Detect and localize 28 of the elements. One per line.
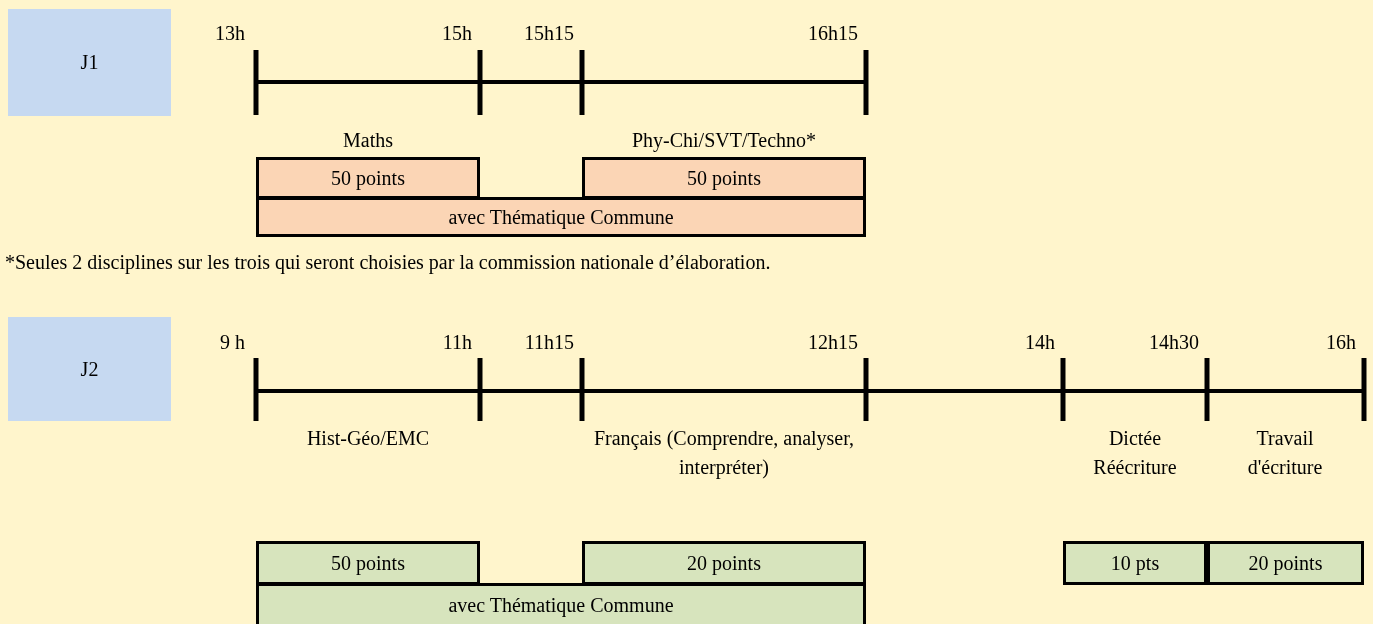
score-box: 20 points xyxy=(582,541,866,585)
time-label: 15h15 xyxy=(524,21,574,46)
time-label: 14h30 xyxy=(1149,330,1199,355)
time-label: 14h xyxy=(1025,330,1055,355)
score-box: 20 points xyxy=(1207,541,1364,585)
time-label: 12h15 xyxy=(808,330,858,355)
time-label: 9 h xyxy=(220,330,245,355)
score-box: 10 pts xyxy=(1063,541,1207,585)
score-box: avec Thématique Commune xyxy=(256,583,866,624)
score-box: avec Thématique Commune xyxy=(256,197,866,237)
footnote: *Seules 2 disciplines sur les trois qui seront choisies par la commission nationale d’élaboration. xyxy=(5,250,771,276)
subject-label: Travail d'écriture xyxy=(1246,426,1324,480)
subject-label: Phy-Chi/SVT/Techno* xyxy=(631,128,817,154)
day-box: J1 xyxy=(8,9,171,116)
time-label: 16h15 xyxy=(808,21,858,46)
score-box: 50 points xyxy=(256,157,480,199)
time-label: 13h xyxy=(215,21,245,46)
subject-label: Dictée Réécriture xyxy=(1092,426,1178,480)
day-box: J2 xyxy=(8,317,171,421)
time-label: 11h xyxy=(442,330,472,355)
subject-label: Maths xyxy=(343,128,393,153)
time-label: 16h xyxy=(1326,330,1356,355)
subject-label: Hist-Géo/EMC xyxy=(306,426,430,451)
subject-label: Français (Comprendre, analyser, interpréter) xyxy=(592,426,856,481)
score-box: 50 points xyxy=(582,157,866,199)
time-label: 15h xyxy=(442,21,472,46)
score-box: 50 points xyxy=(256,541,480,585)
time-label: 11h15 xyxy=(524,330,574,355)
